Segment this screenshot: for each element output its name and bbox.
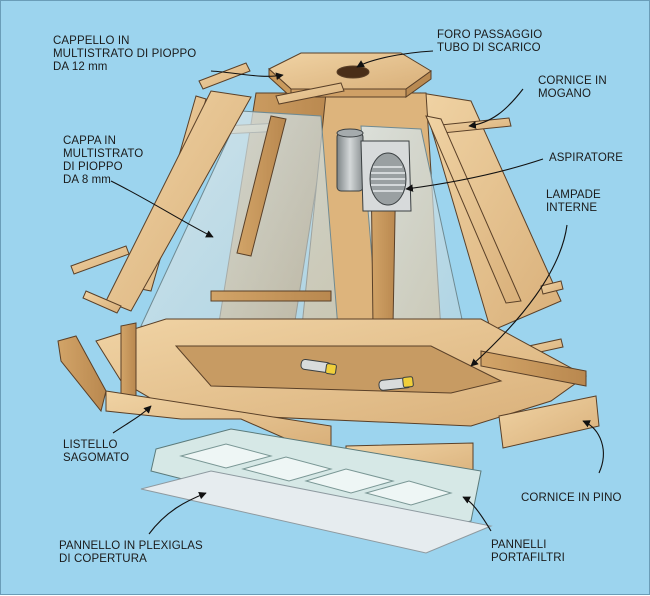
leader-lines bbox=[110, 50, 604, 535]
label-portafiltri: PANNELLI PORTAFILTRI bbox=[491, 539, 565, 564]
base-frame bbox=[57, 290, 587, 447]
aspirator bbox=[336, 128, 412, 212]
base-opening bbox=[174, 345, 503, 394]
label-listello: LISTELLO SAGOMATO bbox=[63, 439, 130, 464]
label-lampade: LAMPADE INTERNE bbox=[546, 189, 601, 214]
plexiglas-panel bbox=[140, 470, 493, 554]
exhaust-hole bbox=[336, 65, 370, 79]
label-cornice-pino: CORNICE IN PINO bbox=[521, 492, 622, 504]
label-foro: FORO PASSAGGIO TUBO DI SCARICO bbox=[437, 29, 543, 54]
left-end-strip bbox=[57, 335, 107, 413]
listello-sagomato bbox=[105, 390, 332, 447]
hood-front-left-panel bbox=[105, 90, 342, 367]
top-cap bbox=[268, 52, 432, 99]
label-cappa: CAPPA IN MULTISTRATO DI PIOPPO DA 8 mm bbox=[63, 135, 144, 186]
label-plexiglas: PANNELLO IN PLEXIGLAS DI COPERTURA bbox=[59, 540, 203, 565]
label-cornice-mogano: CORNICE IN MOGANO bbox=[538, 75, 607, 100]
label-cappello: CAPPELLO IN MULTISTRATO DI PIOPPO DA 12 … bbox=[53, 35, 197, 73]
label-aspiratore: ASPIRATORE bbox=[549, 152, 624, 164]
interior-lamps bbox=[300, 358, 414, 391]
